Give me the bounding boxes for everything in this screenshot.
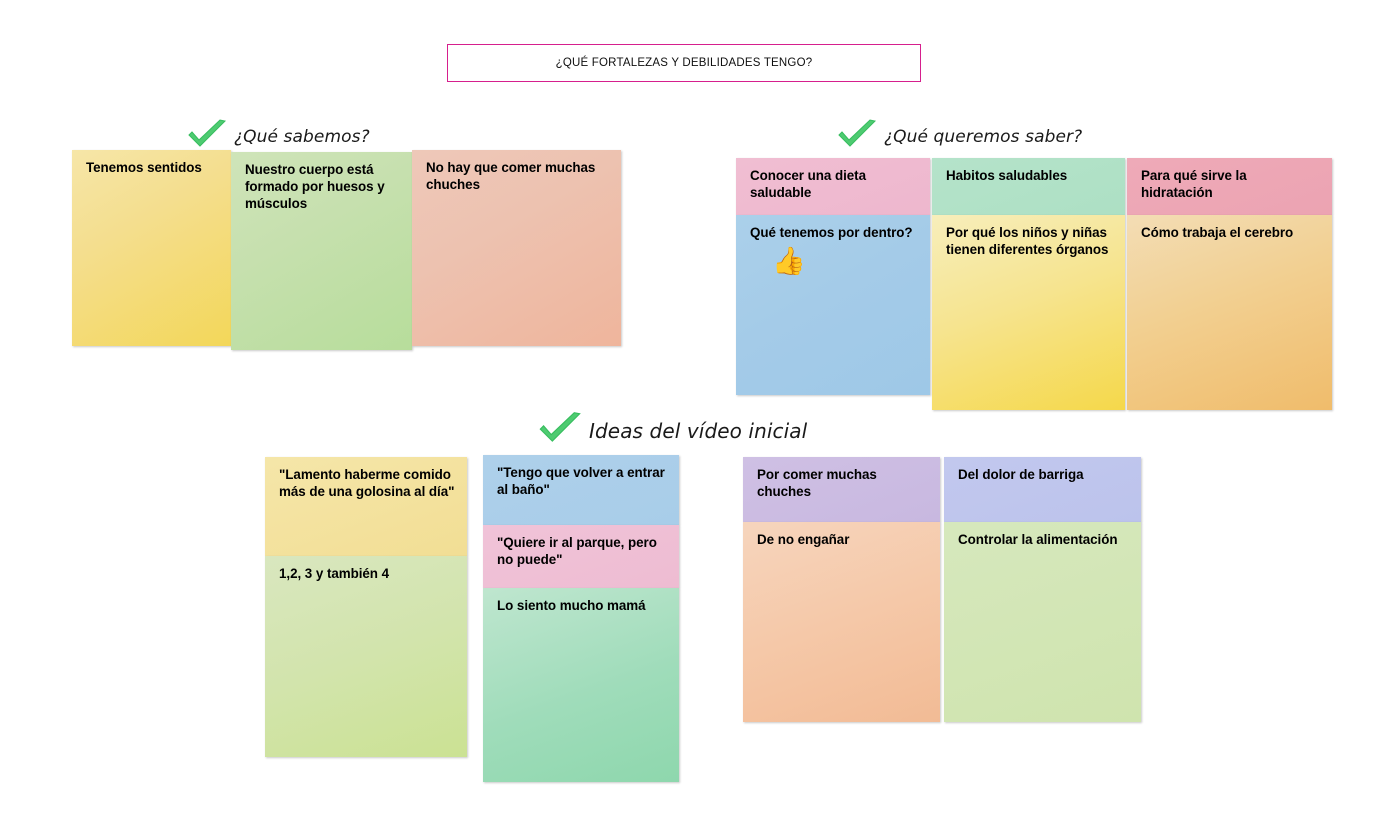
section-label: Ideas del vídeo inicial — [589, 418, 808, 443]
note-text: Lo siento mucho mamá — [497, 598, 646, 613]
section-heading-ideas-video-inicial: Ideas del vídeo inicial — [537, 411, 807, 450]
green-check-icon — [537, 411, 583, 450]
note-text: Por comer muchas chuches — [757, 467, 877, 499]
section-heading-que-queremos-saber: ¿Qué queremos saber? — [836, 119, 1082, 154]
sticky-note[interactable]: No hay que comer muchas chuches — [412, 150, 621, 346]
sticky-note[interactable]: De no engañar — [743, 522, 940, 722]
sticky-note[interactable]: Cómo trabaja el cerebro — [1127, 215, 1332, 410]
section-label: ¿Qué sabemos? — [234, 126, 370, 147]
sticky-note[interactable]: 1,2, 3 y también 4 — [265, 556, 467, 757]
green-check-icon — [186, 119, 228, 154]
thumbs-up-emoji: 👍 — [772, 245, 806, 277]
sticky-note[interactable]: Qué tenemos por dentro? 👍 — [736, 215, 930, 395]
note-text: Por qué los niños y niñas tienen diferen… — [946, 225, 1109, 257]
page-title: ¿QUÉ FORTALEZAS Y DEBILIDADES TENGO? — [555, 57, 813, 69]
section-heading-que-sabemos: ¿Qué sabemos? — [186, 119, 370, 154]
note-text: Cómo trabaja el cerebro — [1141, 225, 1294, 240]
green-check-icon — [836, 119, 878, 154]
sticky-note[interactable]: "Lamento haberme comido más de una golos… — [265, 457, 467, 556]
sticky-note[interactable]: Conocer una dieta saludable — [736, 158, 930, 215]
sticky-note[interactable]: Controlar la alimentación — [944, 522, 1141, 722]
sticky-note[interactable]: Por qué los niños y niñas tienen diferen… — [932, 215, 1125, 410]
note-text: No hay que comer muchas chuches — [426, 160, 596, 192]
sticky-note[interactable]: Habitos saludables — [932, 158, 1125, 215]
sticky-note[interactable]: Para qué sirve la hidratación — [1127, 158, 1332, 215]
note-text: Para qué sirve la hidratación — [1141, 168, 1247, 200]
note-text: Del dolor de barriga — [958, 467, 1084, 482]
sticky-note[interactable]: Nuestro cuerpo está formado por huesos y… — [231, 152, 412, 350]
sticky-note[interactable]: Lo siento mucho mamá — [483, 588, 679, 782]
sticky-note[interactable]: Del dolor de barriga — [944, 457, 1141, 522]
note-text: Nuestro cuerpo está formado por huesos y… — [245, 162, 385, 211]
note-text: De no engañar — [757, 532, 850, 547]
note-text: "Lamento haberme comido más de una golos… — [279, 467, 455, 499]
sticky-note[interactable]: Por comer muchas chuches — [743, 457, 940, 522]
sticky-note[interactable]: Tenemos sentidos — [72, 150, 231, 346]
note-text: Tenemos sentidos — [86, 160, 202, 175]
note-text: 1,2, 3 y también 4 — [279, 566, 389, 581]
section-label: ¿Qué queremos saber? — [884, 126, 1083, 147]
board-title-box: ¿QUÉ FORTALEZAS Y DEBILIDADES TENGO? — [447, 44, 921, 82]
sticky-note[interactable]: "Tengo que volver a entrar al baño" — [483, 455, 679, 525]
note-text: "Quiere ir al parque, pero no puede" — [497, 535, 657, 567]
note-text: Habitos saludables — [946, 168, 1068, 183]
note-text: Conocer una dieta saludable — [750, 168, 866, 200]
note-text: Controlar la alimentación — [958, 532, 1118, 547]
note-text: Qué tenemos por dentro? — [750, 225, 913, 240]
sticky-note[interactable]: "Quiere ir al parque, pero no puede" — [483, 525, 679, 588]
note-text: "Tengo que volver a entrar al baño" — [497, 465, 665, 497]
